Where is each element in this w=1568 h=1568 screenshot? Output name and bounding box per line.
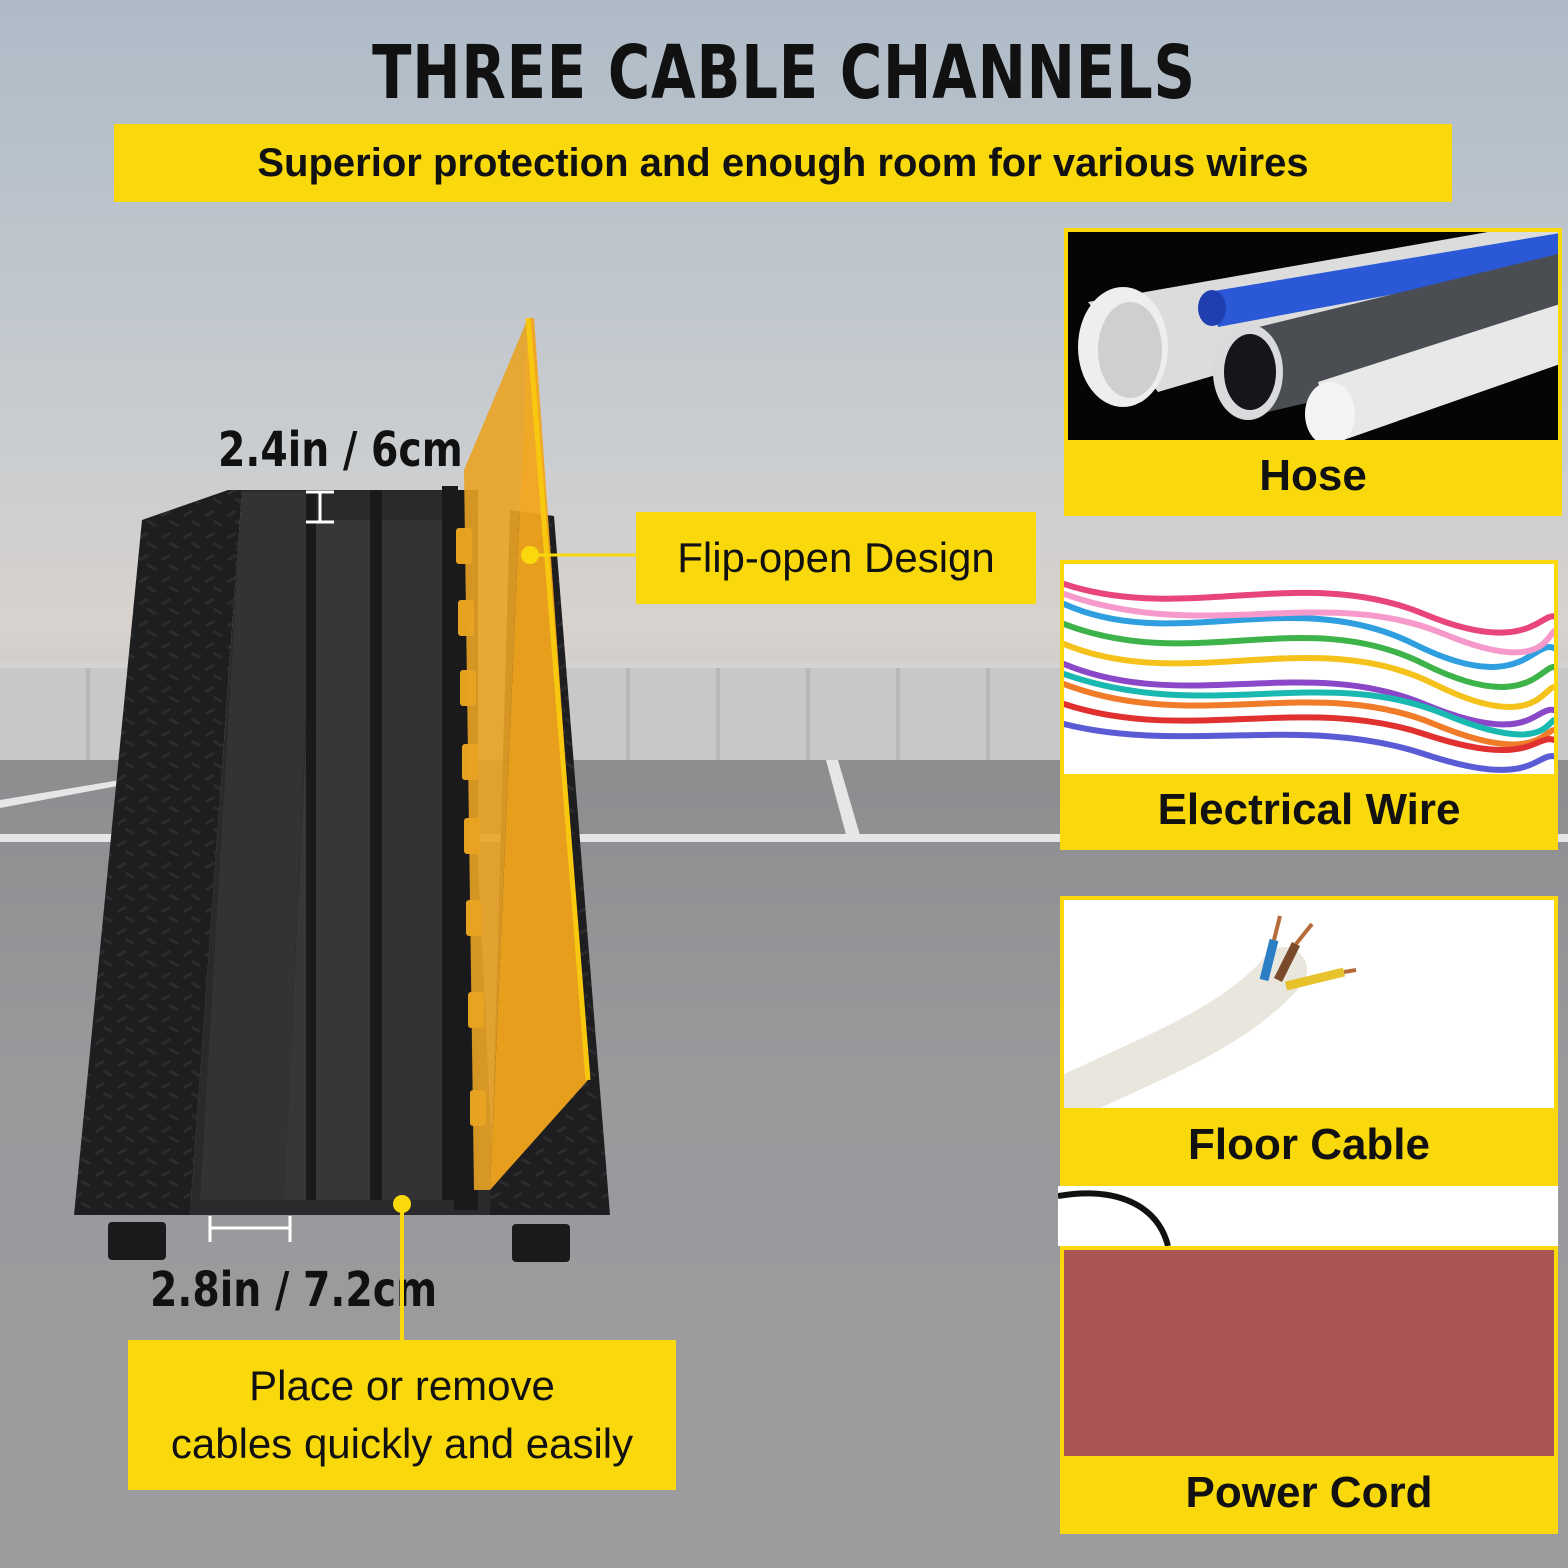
foot-left <box>108 1222 166 1260</box>
place-remove-line2: cables quickly and easily <box>170 1420 634 1467</box>
electrical-wire-label: Electrical Wire <box>1064 774 1554 846</box>
place-remove-line1: Place or remove <box>249 1362 555 1409</box>
subtitle-text: Superior protection and enough room for … <box>257 140 1309 185</box>
floor-cable-label: Floor Cable <box>1064 1108 1554 1182</box>
floor-cable-panel: Floor Cable <box>1060 896 1558 1186</box>
page-title: THREE CABLE CHANNELS <box>372 30 1196 116</box>
hose-panel: Hose <box>1064 228 1562 516</box>
cable-protector-image <box>74 317 610 1262</box>
power-cord-label: Power Cord <box>1064 1456 1554 1530</box>
floor-cable-image <box>1064 900 1554 1112</box>
hose-image <box>1068 232 1558 444</box>
flip-open-callout: Flip-open Design <box>636 512 1036 604</box>
subtitle-banner: Superior protection and enough room for … <box>114 124 1452 202</box>
dimension-markers <box>208 490 334 1242</box>
hose-label: Hose <box>1068 440 1558 512</box>
flip-open-text: Flip-open Design <box>677 534 995 581</box>
channel-1 <box>200 492 316 1200</box>
power-cord-image <box>1064 1250 1554 1464</box>
electrical-wire-image <box>1064 564 1554 778</box>
top-dimension-label: 2.4in / 6cm <box>218 422 463 478</box>
channel-2 <box>284 520 370 1200</box>
divider-wall-2 <box>370 490 382 1200</box>
foot-right <box>512 1224 570 1262</box>
place-remove-callout: Place or remove cables quickly and easil… <box>128 1340 676 1490</box>
divider-wall-1 <box>306 490 316 1200</box>
power-cord-panel: Power Cord <box>1060 1246 1558 1534</box>
bottom-dimension-label: 2.8in / 7.2cm <box>150 1262 438 1318</box>
power-cord-strip <box>1058 1186 1558 1246</box>
left-ramp <box>74 490 242 1215</box>
electrical-wire-panel: Electrical Wire <box>1060 560 1558 850</box>
flip-open-lid <box>490 318 588 1190</box>
background-wall-cap <box>0 662 1568 672</box>
